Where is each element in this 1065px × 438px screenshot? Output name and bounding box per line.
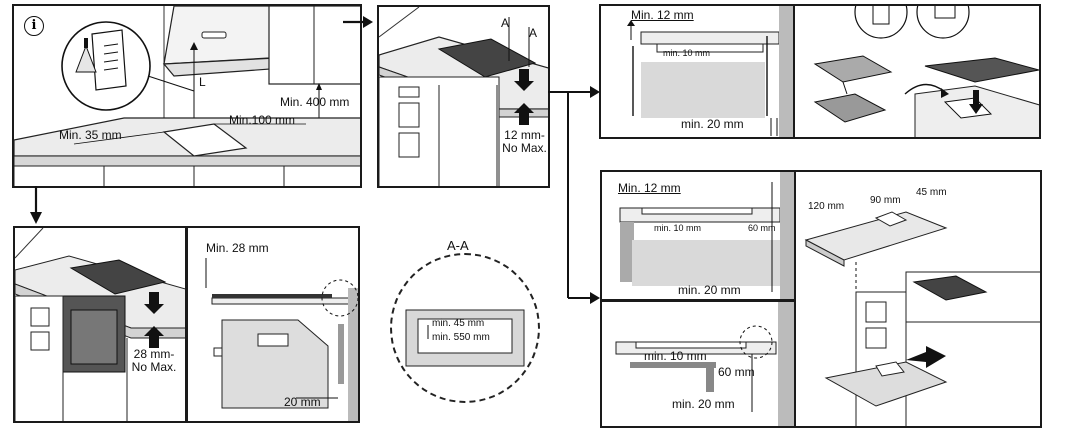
- label-min-10: min. 10 mm: [663, 48, 711, 58]
- arrow-to-panel2: [343, 16, 373, 28]
- label-min-12: Min. 12 mm: [631, 8, 694, 22]
- install-sequence-drawing: [813, 6, 1039, 137]
- label-thickness-12: 12 mm-No Max.: [502, 128, 547, 155]
- section-oven-drawing: [205, 258, 358, 421]
- panel-cutout-dims: 120 mm 90 mm 45 mm: [794, 170, 1042, 428]
- label-min-20-b: min. 20 mm: [678, 283, 741, 297]
- label-min-550: min. 550 mm: [432, 332, 490, 343]
- label-min-35: Min. 35 mm: [59, 128, 122, 142]
- label-min-28: Min. 28 mm: [206, 241, 269, 255]
- panel-section-frame: min. 10 mm 60 mm min. 20 mm: [600, 300, 796, 428]
- cutout-dims-drawing: [804, 211, 1040, 426]
- label-thickness-28: 28 mm-No Max.: [131, 347, 177, 374]
- panel-section-oven: Min. 28 mm 20 mm: [186, 226, 360, 423]
- section-min12-drawing: [627, 6, 793, 137]
- panel-section-min12: Min. 12 mm min. 10 mm min. 20 mm: [599, 4, 795, 139]
- arrow-to-panel5: [30, 186, 42, 224]
- label-section-a-right: A: [529, 26, 538, 40]
- label-min-10-b: min. 10 mm: [654, 223, 702, 233]
- label-letter-l: L: [199, 75, 206, 89]
- hob-counter-drawing: [379, 7, 548, 186]
- label-min-400: Min. 400 mm: [280, 95, 350, 109]
- label-120: 120 mm: [808, 201, 845, 212]
- panel-hob-over-oven: 28 mm-No Max.: [13, 226, 187, 423]
- panel-kitchen-overview: i L Min. 400 mm Min.100 mm Min. 35 mm: [12, 4, 362, 188]
- section-60-drawing: [619, 172, 794, 299]
- detail-title: A-A: [447, 238, 469, 253]
- label-min-20-c: min. 20 mm: [672, 397, 735, 411]
- section-frame-drawing: [615, 302, 794, 426]
- label-section-a-left: A: [501, 16, 510, 30]
- label-90: 90 mm: [870, 195, 901, 206]
- label-60-b: 60 mm: [748, 223, 776, 233]
- label-min-20: min. 20 mm: [681, 117, 744, 131]
- detail-a-a-drawing: [405, 309, 525, 367]
- label-20mm: 20 mm: [284, 395, 321, 409]
- label-min-10-c: min. 10 mm: [644, 349, 707, 363]
- panel-install-sequence: [793, 4, 1041, 139]
- detail-a-a: min. 45 mm min. 550 mm: [390, 253, 540, 403]
- label-min-45: min. 45 mm: [432, 318, 485, 329]
- label-60-c: 60 mm: [718, 365, 755, 379]
- arrow-to-right-panels: [548, 86, 600, 304]
- info-icon: i: [24, 16, 44, 36]
- label-min-100: Min.100 mm: [229, 113, 296, 127]
- panel-hob-counter: A A 12 mm-No Max.: [377, 5, 550, 188]
- label-45: 45 mm: [916, 187, 947, 198]
- panel-section-60: Min. 12 mm min. 10 mm 60 mm min. 20 mm: [600, 170, 796, 301]
- hob-over-oven-drawing: [15, 228, 185, 421]
- label-min-12-b: Min. 12 mm: [618, 181, 681, 195]
- kitchen-overview-drawing: [14, 6, 360, 186]
